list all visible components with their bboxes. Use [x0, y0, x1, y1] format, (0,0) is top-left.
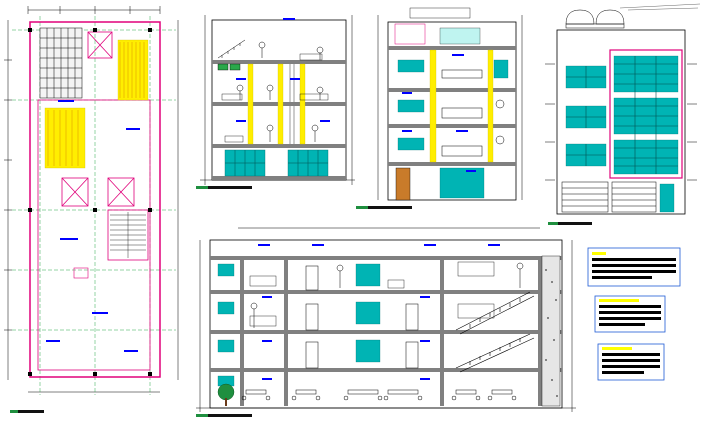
water-tank-icon	[565, 9, 625, 29]
person-icon	[236, 41, 324, 142]
side-section-labels	[402, 54, 476, 172]
floor-plan-dimensions	[4, 6, 179, 393]
furniture-icon	[73, 267, 89, 279]
floor-plan-labels	[46, 100, 140, 352]
floor-plan-columns	[28, 28, 152, 376]
long-section-glass	[217, 263, 381, 387]
long-section-title-bar	[196, 414, 252, 417]
furniture-icon	[441, 69, 505, 157]
tree-icon	[217, 383, 235, 406]
side-section-glass	[397, 59, 509, 199]
water-tank-icon	[409, 7, 471, 19]
front-elevation-title-bar	[548, 222, 592, 225]
long-section-slabs	[210, 256, 562, 372]
floor-plan-hatch	[44, 39, 149, 169]
long-section-doors	[305, 265, 419, 369]
furniture-icon	[217, 53, 329, 143]
notes	[587, 247, 681, 381]
front-elevation-shutters	[561, 181, 657, 213]
floor-plan-axes	[12, 16, 176, 395]
front-section-columns	[247, 63, 306, 145]
side-section-slabs	[388, 46, 516, 166]
front-section	[196, 15, 355, 189]
floor-plan-inner-wall	[37, 99, 151, 371]
floor-plan-shafts	[61, 31, 135, 207]
floor-plan-tile-grid	[39, 27, 83, 99]
stair-icon	[217, 39, 246, 59]
note-box-3	[597, 343, 665, 381]
front-elevation-glass	[565, 55, 679, 213]
floor-plan-hatch-lines	[47, 42, 145, 166]
person-icon	[250, 262, 524, 328]
side-section-title-bar	[356, 206, 412, 209]
furniture-icon	[249, 261, 495, 327]
note-box-2	[594, 295, 666, 333]
long-section-labels	[258, 244, 500, 380]
long-section-stone	[541, 255, 561, 407]
floor-plan-outline	[29, 21, 161, 378]
front-section-title-bar	[196, 186, 252, 189]
note-box-1	[587, 247, 681, 287]
long-section	[196, 227, 576, 417]
front-section-labels	[236, 18, 330, 122]
front-elevation	[545, 3, 701, 225]
side-section	[356, 7, 523, 209]
side-section-door	[395, 167, 411, 201]
furniture-icon	[241, 389, 517, 401]
floor-plan	[4, 6, 179, 413]
stair-icon	[455, 291, 535, 373]
stair-icon	[107, 209, 149, 261]
floor-plan-title-bar	[10, 410, 44, 413]
